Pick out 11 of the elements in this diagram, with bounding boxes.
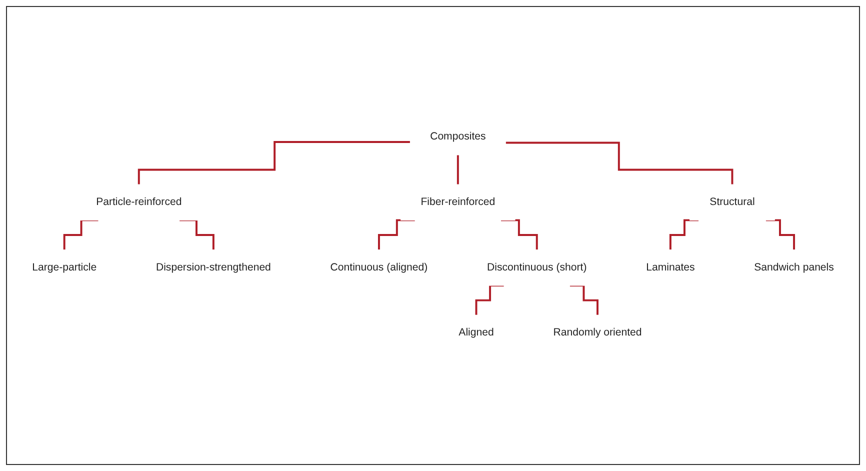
node-text: Randomly oriented [553, 327, 642, 339]
connector [138, 141, 410, 186]
node-text: Dispersion-strengthened [156, 262, 271, 274]
connector [506, 142, 734, 186]
node-text: Aligned [458, 327, 494, 339]
node-text: Composites [430, 132, 486, 143]
node-text: Continuous (aligned) [330, 262, 428, 274]
node-text: Sandwich panels [754, 262, 834, 274]
connector [456, 154, 459, 186]
node-text: Laminates [646, 262, 695, 274]
node-text: Large-particle [32, 262, 97, 274]
